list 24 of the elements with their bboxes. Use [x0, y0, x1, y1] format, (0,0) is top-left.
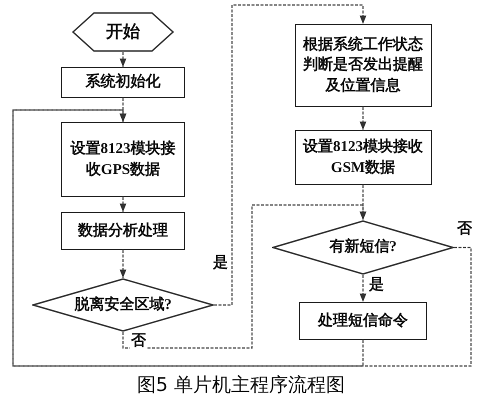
arrow — [120, 197, 126, 212]
figure-caption: 图5 单片机主程序流程图 — [136, 373, 346, 398]
arrow — [360, 107, 366, 130]
arrow — [12, 109, 364, 367]
process-box: 系统初始化 — [61, 67, 185, 98]
arrow — [214, 4, 366, 306]
arrow — [12, 109, 472, 367]
process-box: 设置8123模块接收GSM数据 — [294, 130, 432, 185]
process-box: 处理短信命令 — [299, 302, 427, 340]
arrow — [120, 250, 126, 278]
edge-label: 否 — [130, 333, 147, 350]
process-box: 根据系统工作状态判断是否发出提醒及位置信息 — [294, 24, 432, 107]
edge-label: 是 — [368, 277, 385, 294]
arrow — [360, 185, 366, 220]
decision-diamond: 脱离安全区域? — [32, 278, 214, 332]
process-box: 设置8123模块接收GPS数据 — [61, 122, 185, 197]
arrow — [122, 204, 366, 349]
edge-label: 否 — [456, 221, 473, 238]
start-terminal: 开始 — [72, 12, 174, 52]
decision-diamond: 有新短信? — [272, 220, 454, 275]
process-box: 数据分析处理 — [61, 212, 185, 250]
arrow — [120, 52, 126, 67]
arrow — [360, 275, 366, 302]
edge-label: 是 — [212, 255, 229, 272]
